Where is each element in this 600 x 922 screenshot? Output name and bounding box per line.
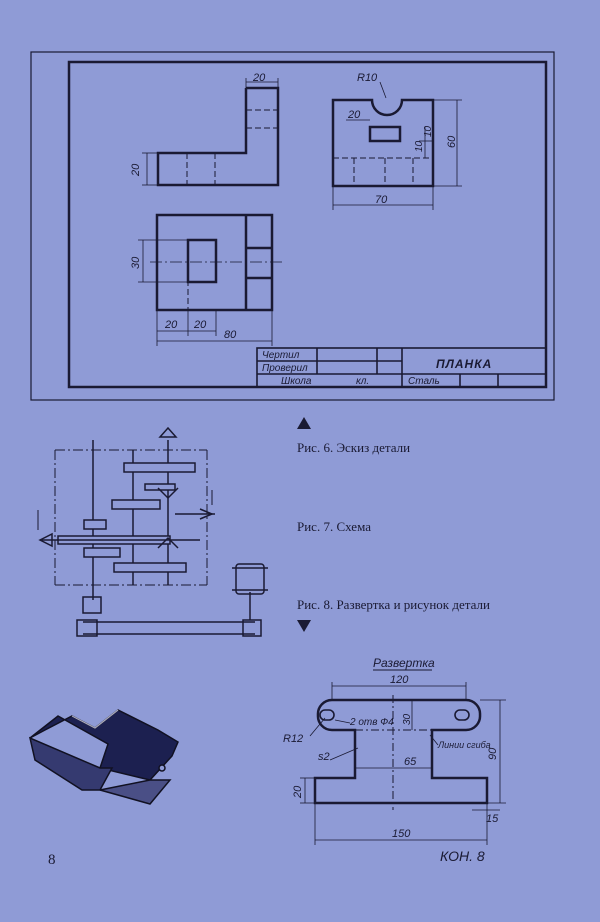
dev-dim-90: 90 <box>487 747 499 760</box>
tb-drawn: Чертил <box>262 350 300 361</box>
page-number: 8 <box>48 852 56 868</box>
fig7-scheme <box>37 426 268 637</box>
dim-plan-total: 80 <box>224 329 237 341</box>
triangle-up-icon <box>297 417 311 429</box>
sheet-outer-frame <box>30 51 555 401</box>
dim-radius: R10 <box>357 72 378 84</box>
dev-dim-20: 20 <box>292 785 304 799</box>
dim-plan-b: 20 <box>193 319 207 331</box>
dev-holes: 2 отв Ф4 <box>349 717 394 728</box>
dev-dim-15: 15 <box>486 813 499 825</box>
dim-width: 70 <box>375 194 388 206</box>
triangle-down-icon <box>297 620 311 632</box>
dim-plan-height: 30 <box>130 256 142 269</box>
tb-material: Сталь <box>408 376 440 387</box>
dev-title: Развертка <box>373 656 435 670</box>
tb-checked: Проверил <box>262 363 308 374</box>
front-view <box>156 86 280 187</box>
top-view <box>155 213 274 312</box>
dev-dim-150: 150 <box>392 828 411 840</box>
dim-height: 60 <box>446 135 458 148</box>
dim-slot-offset: 20 <box>347 109 361 121</box>
caption-fig7: Рис. 7. Схема <box>297 519 371 534</box>
dev-bend-lines: Линии сгиба <box>437 740 491 750</box>
title-block <box>256 347 547 388</box>
page-code: КОН. 8 <box>440 848 485 864</box>
dev-radius: R12 <box>283 733 303 745</box>
caption-fig6: Рис. 6. Эскиз детали <box>297 440 411 455</box>
dev-dim-120: 120 <box>390 674 409 686</box>
dim-top-width: 20 <box>252 72 266 84</box>
dim-left-height: 20 <box>130 163 142 177</box>
fig8-3d-sketch <box>28 709 179 805</box>
dev-dim-65: 65 <box>404 756 417 768</box>
dev-dim-30: 30 <box>402 713 413 725</box>
tb-class: кл. <box>356 376 369 387</box>
fig8-development <box>300 682 506 845</box>
dev-s2: s2 <box>318 751 330 763</box>
dim-plan-a: 20 <box>164 319 178 331</box>
caption-fig8: Рис. 8. Развертка и рисунок детали <box>297 597 490 612</box>
tb-part-name: ПЛАНКА <box>436 357 492 371</box>
side-view <box>331 98 435 188</box>
dim-slot-h2: 10 <box>423 125 434 137</box>
dim-slot-h1: 10 <box>414 140 425 152</box>
sheet-inner-frame <box>67 60 548 389</box>
tb-school: Школа <box>281 376 312 387</box>
